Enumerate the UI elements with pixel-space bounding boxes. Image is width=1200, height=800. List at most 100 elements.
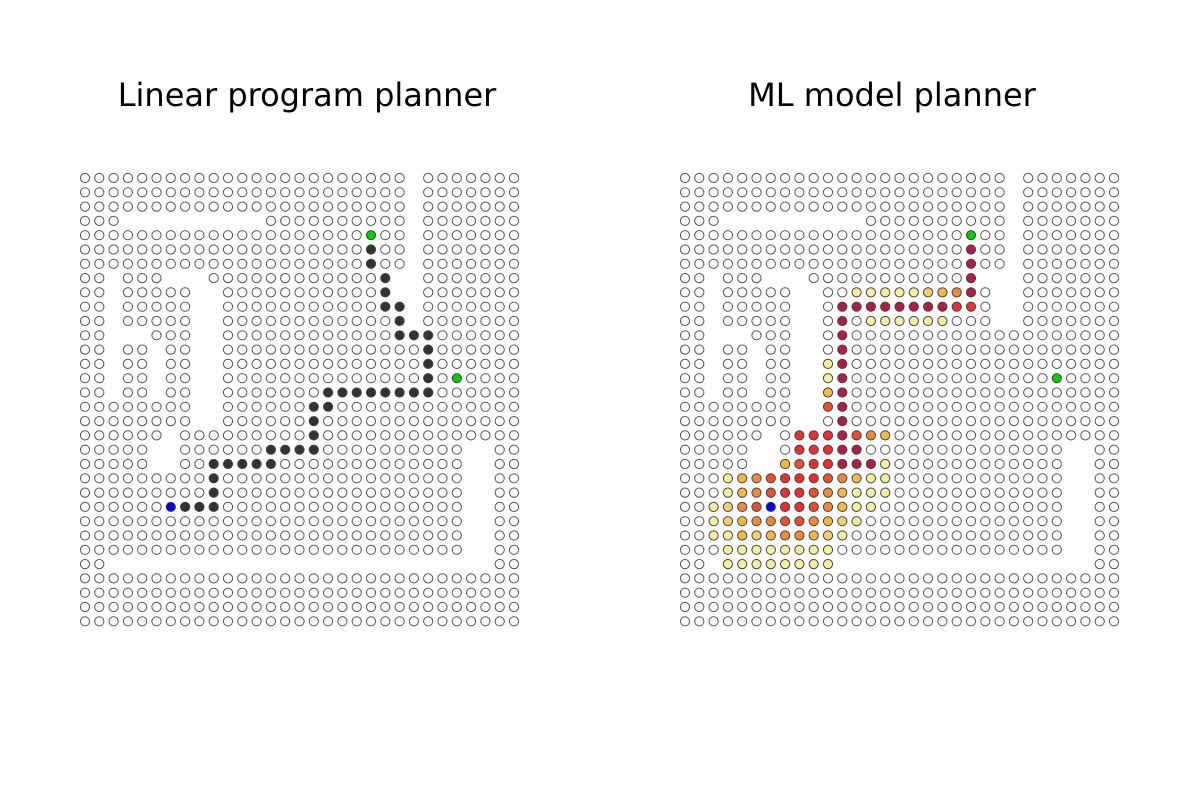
grid-node	[108, 416, 119, 427]
grid-node	[1108, 287, 1120, 298]
grid-node	[508, 416, 520, 427]
heat-node	[837, 416, 848, 427]
grid-node	[351, 544, 362, 555]
grid-node	[451, 516, 462, 527]
grid-node	[137, 287, 148, 298]
grid-node	[923, 273, 934, 284]
grid-node	[508, 587, 520, 598]
grid-node	[1108, 373, 1120, 384]
grid-node	[1023, 258, 1034, 269]
heat-node	[865, 458, 876, 470]
grid-node	[394, 587, 405, 598]
grid-node	[265, 501, 276, 512]
grid-node	[122, 473, 134, 484]
grid-node	[265, 373, 276, 384]
grid-node	[151, 273, 162, 284]
grid-node	[323, 330, 334, 341]
grid-node	[1008, 358, 1019, 369]
grid-node	[765, 601, 776, 613]
grid-node	[1037, 487, 1048, 498]
grid-node	[408, 573, 419, 584]
grid-node	[880, 573, 891, 584]
grid-node	[494, 273, 505, 284]
path-node	[265, 444, 276, 455]
grid-node	[1051, 258, 1062, 269]
grid-node	[923, 458, 934, 470]
grid-node	[679, 201, 691, 212]
grid-node	[722, 230, 734, 241]
grid-node	[1094, 287, 1105, 298]
grid-node	[1094, 230, 1105, 241]
grid-node	[237, 172, 248, 184]
grid-node	[137, 358, 148, 369]
grid-node	[722, 244, 734, 255]
grid-node	[937, 458, 948, 470]
grid-node	[265, 172, 276, 184]
grid-node	[194, 258, 205, 269]
grid-node	[423, 315, 434, 327]
grid-node	[394, 358, 405, 369]
grid-node	[765, 416, 776, 427]
grid-node	[494, 444, 505, 455]
grid-node	[237, 373, 248, 384]
grid-node	[1051, 416, 1062, 427]
grid-node	[951, 215, 962, 226]
grid-node	[165, 287, 176, 298]
grid-node	[923, 516, 934, 527]
heat-node	[822, 544, 834, 555]
grid-node	[280, 458, 291, 470]
grid-node	[451, 287, 462, 298]
grid-node	[180, 387, 191, 398]
grid-node	[180, 330, 191, 341]
grid-node	[251, 416, 262, 427]
path-node	[365, 244, 377, 255]
grid-node	[365, 201, 377, 212]
grid-node	[451, 244, 462, 255]
grid-node	[694, 401, 705, 412]
grid-node	[294, 230, 305, 241]
grid-node	[894, 516, 905, 527]
grid-node	[251, 544, 262, 555]
grid-node	[180, 544, 191, 555]
grid-node	[708, 601, 719, 613]
grid-node	[1080, 616, 1091, 627]
grid-node	[122, 358, 134, 369]
grid-node	[337, 601, 348, 613]
grid-node	[237, 530, 248, 541]
grid-node	[237, 587, 248, 598]
grid-node	[180, 401, 191, 412]
grid-node	[494, 601, 505, 613]
grid-node	[694, 573, 705, 584]
grid-node	[251, 387, 262, 398]
grid-node	[337, 172, 348, 184]
heat-node	[751, 501, 762, 512]
grid-node	[323, 458, 334, 470]
grid-node	[908, 430, 919, 441]
grid-node	[780, 244, 791, 255]
grid-node	[108, 244, 119, 255]
grid-node	[237, 330, 248, 341]
heat-node	[722, 544, 734, 555]
grid-node	[1066, 601, 1077, 613]
grid-node	[79, 516, 91, 527]
path-node	[180, 501, 191, 512]
grid-node	[1023, 501, 1034, 512]
grid-node	[1066, 287, 1077, 298]
heat-node	[908, 315, 919, 327]
grid-node	[222, 387, 234, 398]
grid-node	[765, 287, 776, 298]
grid-node	[222, 473, 234, 484]
grid-node	[679, 273, 691, 284]
grid-node	[751, 587, 762, 598]
grid-node	[423, 516, 434, 527]
heat-node	[880, 301, 891, 312]
heat-node	[937, 301, 948, 312]
grid-node	[208, 573, 219, 584]
grid-node	[1008, 430, 1019, 441]
grid-node	[994, 473, 1005, 484]
grid-node	[451, 401, 462, 412]
grid-node	[737, 344, 748, 355]
heat-node	[780, 501, 791, 512]
grid-node	[1051, 344, 1062, 355]
grid-node	[451, 387, 462, 398]
